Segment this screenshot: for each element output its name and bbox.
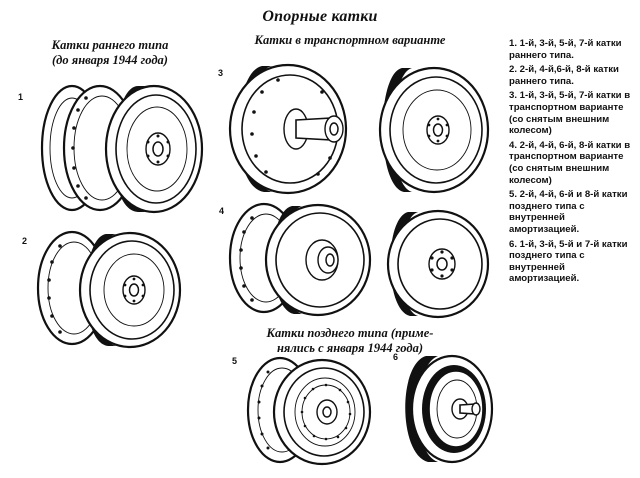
caption-transport-line-1: Катки в транспортном варианте (254, 33, 446, 47)
legend-item-1: 1. 1-й, 3-й, 5-й, 7-й катки раннего типа… (509, 38, 622, 61)
figure-number-3: 3 (218, 68, 224, 78)
caption-early-type: Катки раннего типа (до января 1944 года) (30, 38, 190, 68)
wheel-drawing-1 (40, 84, 204, 214)
legend-item-4: 4. 2-й, 4-й, 6-й, 8-й катки в транспортн… (509, 139, 631, 186)
caption-transport-type: Катки в транспортном варианте (230, 33, 470, 48)
wheel-drawing-3-outer (378, 66, 490, 194)
front-wheel (104, 84, 204, 214)
legend: 1. 1-й, 3-й, 5-й, 7-й катки раннего типа… (509, 38, 633, 288)
caption-early-line-2: (до января 1944 года) (52, 53, 168, 67)
legend-item-5: 5. 2-й, 4-й, 6-й и 8-й катки позднего ти… (509, 189, 628, 235)
wheel-drawing-5 (246, 356, 372, 466)
legend-item-3: 3. 1-й, 3-й, 5-й, 7-й катки в транспортн… (509, 90, 631, 137)
wheel-drawing-4-outer (386, 209, 490, 319)
front-wheel (78, 231, 182, 349)
caption-late-line-2: нялись с января 1944 года) (276, 341, 424, 355)
wheel-drawing-6 (405, 354, 494, 464)
page-title: Опорные катки (262, 8, 378, 25)
figure-number-4: 4 (219, 206, 225, 216)
axle-stub (283, 108, 344, 150)
caption-late-line-1: Катки позднего типа (приме- (266, 326, 434, 340)
caption-late-type: Катки позднего типа (приме- нялись с янв… (240, 326, 460, 356)
wheel-drawing-4 (228, 202, 372, 317)
caption-early-line-1: Катки раннего типа (51, 38, 169, 52)
figure-number-5: 5 (232, 356, 238, 366)
legend-item-6: 6. 1-й, 3-й, 5-й и 7-й катки позднего ти… (509, 238, 628, 285)
figure-number-2: 2 (22, 236, 28, 246)
hub-assembly (305, 239, 339, 281)
figure-number-6: 6 (393, 352, 399, 362)
figure-number-1: 1 (18, 92, 24, 102)
hub-stub (451, 398, 481, 420)
wheel-drawing-2 (36, 230, 182, 349)
legend-item-2: 2. 2-й, 4-й,6-й, 8-й катки раннего типа. (509, 64, 619, 87)
wheel-drawing-3 (228, 63, 348, 195)
